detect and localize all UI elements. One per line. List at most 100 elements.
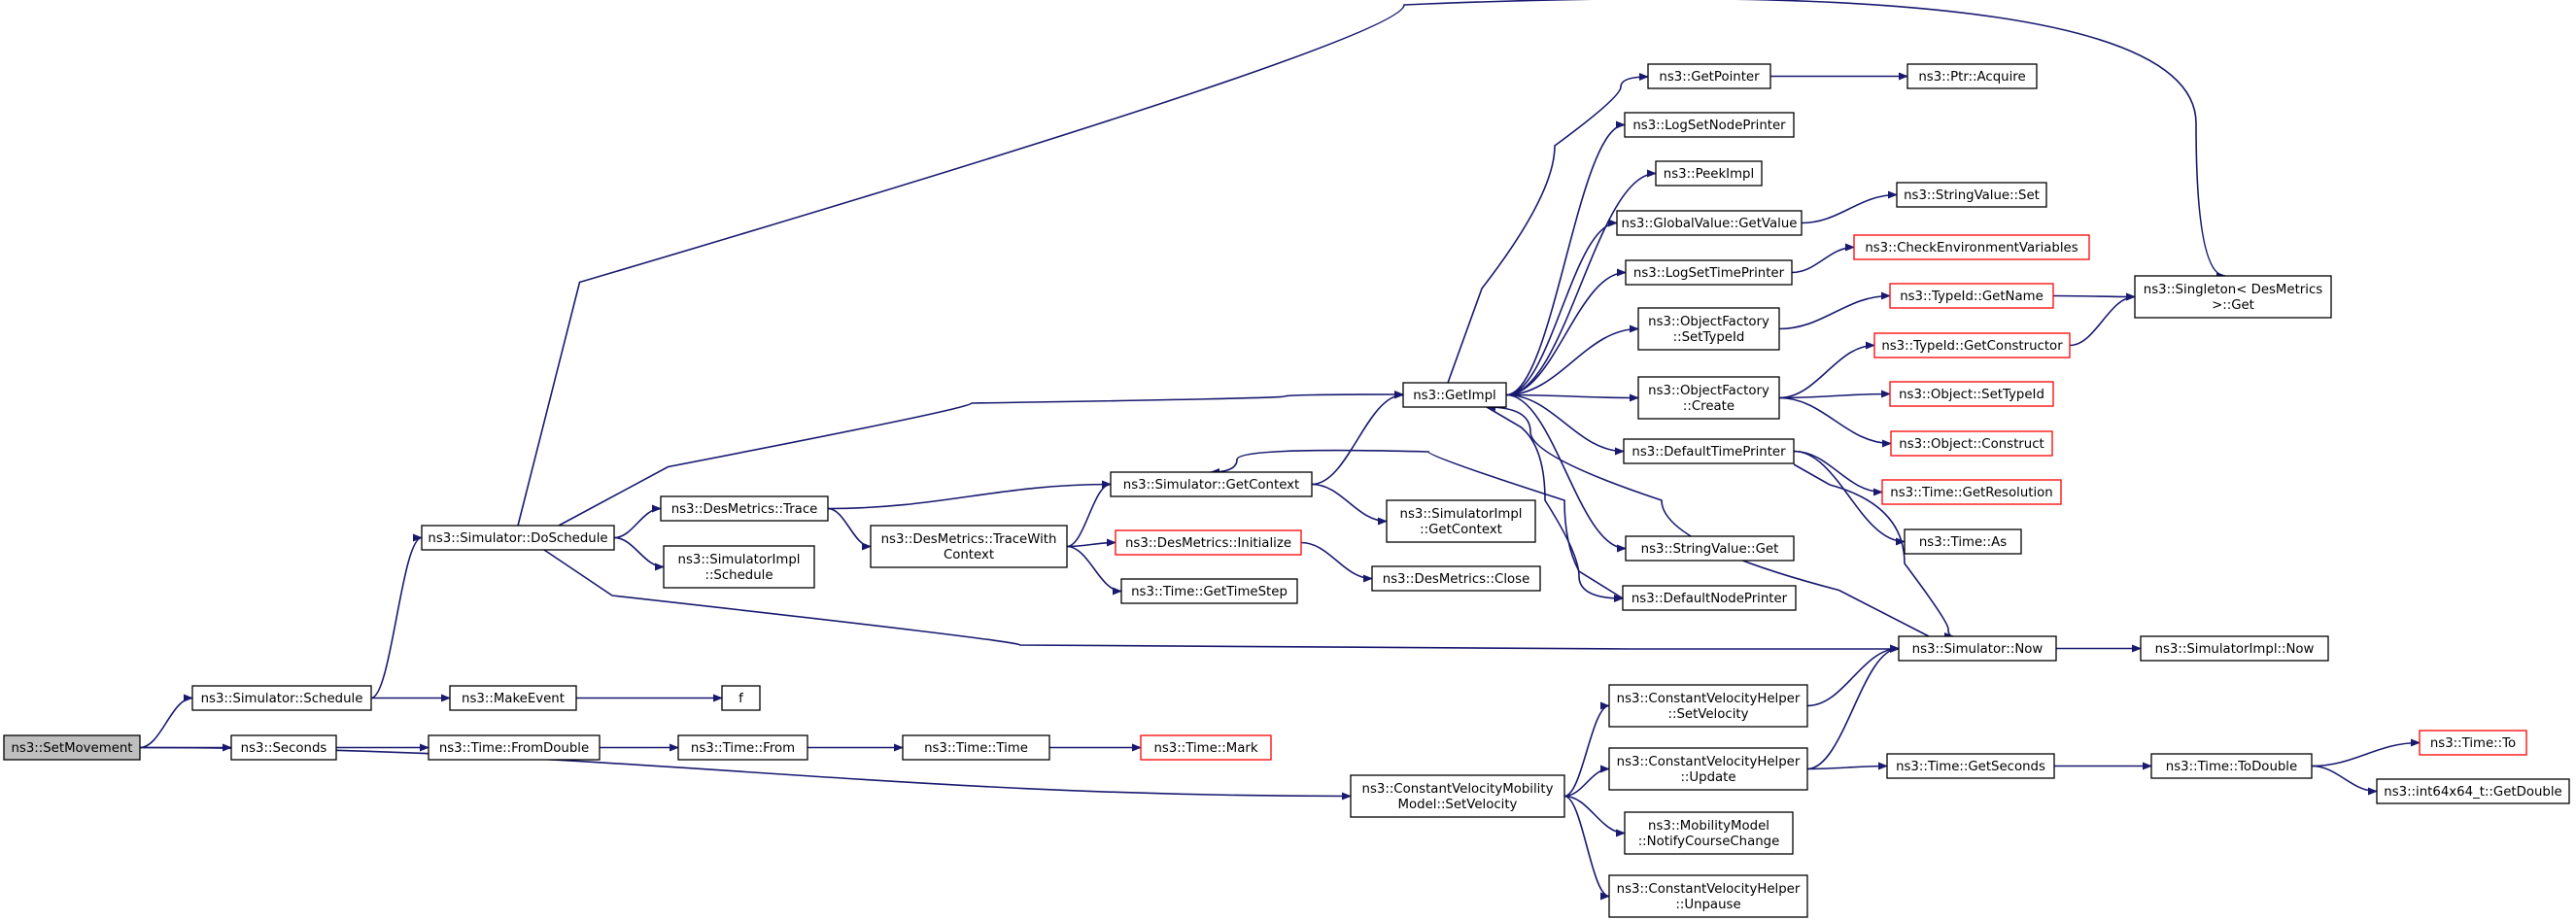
node-box-getseconds bbox=[1886, 753, 2055, 779]
node-cvhupdate[interactable]: ns3::ConstantVelocityHelper::Update bbox=[1608, 747, 1808, 791]
node-simimplschedule[interactable]: ns3::SimulatorImpl::Schedule bbox=[663, 545, 815, 589]
edge-now-to-getimpl bbox=[1486, 403, 1930, 637]
edge-getimpl-to-defaultnodeprinter bbox=[1486, 406, 1624, 602]
node-box-mark bbox=[1140, 734, 1272, 761]
edge-doschedule-to-simimplschedule bbox=[613, 536, 665, 571]
node-schedule[interactable]: ns3::Simulator::Schedule bbox=[191, 685, 372, 711]
node-now[interactable]: ns3::Simulator::Now bbox=[1898, 635, 2057, 662]
edge-create-to-objectsettypeid bbox=[1778, 390, 1891, 399]
node-box-time bbox=[902, 734, 1050, 761]
node-logsettimeprinter[interactable]: ns3::LogSetTimePrinter bbox=[1625, 259, 1793, 286]
node-defaulttimeprinter[interactable]: ns3::DefaultTimePrinter bbox=[1623, 438, 1795, 464]
node-box-timeto bbox=[2419, 730, 2527, 756]
node-ptracquire[interactable]: ns3::Ptr::Acquire bbox=[1906, 63, 2038, 89]
node-implnow[interactable]: ns3::SimulatorImpl::Now bbox=[2140, 635, 2329, 662]
node-time[interactable]: ns3::Time::Time bbox=[902, 734, 1050, 761]
node-getresolution[interactable]: ns3::Time::GetResolution bbox=[1881, 479, 2062, 505]
node-makeevent[interactable]: ns3::MakeEvent bbox=[449, 685, 577, 711]
node-label: ns3::Singleton< DesMetrics bbox=[2144, 283, 2322, 297]
node-label: ns3::Time::As bbox=[1919, 535, 2007, 550]
node-label: ns3::Ptr::Acquire bbox=[1918, 70, 2025, 85]
node-label: ::NotifyCourseChange bbox=[1638, 835, 1780, 849]
node-label: ns3::TypeId::GetName bbox=[1900, 290, 2044, 304]
node-timeto[interactable]: ns3::Time::To bbox=[2419, 730, 2527, 756]
edge-cvhupdate-to-getseconds bbox=[1806, 762, 1888, 770]
node-settypeid[interactable]: ns3::ObjectFactory::SetTypeId bbox=[1637, 307, 1780, 351]
node-int64x64[interactable]: ns3::int64x64_t::GetDouble bbox=[2376, 778, 2570, 804]
node-objectsettypeid[interactable]: ns3::Object::SetTypeId bbox=[1889, 381, 2054, 407]
node-getseconds[interactable]: ns3::Time::GetSeconds bbox=[1886, 753, 2055, 779]
edge-trace-to-getcontext bbox=[827, 480, 1112, 510]
node-getimpl[interactable]: ns3::GetImpl bbox=[1402, 382, 1507, 408]
edge-getcontext-to-getimpl bbox=[1311, 391, 1404, 486]
node-label: ns3::Time::From bbox=[691, 741, 795, 756]
node-box-globalvalue bbox=[1616, 210, 1803, 236]
node-logsetnodeprinter[interactable]: ns3::LogSetNodePrinter bbox=[1624, 112, 1795, 138]
node-initialize[interactable]: ns3::DesMetrics::Initialize bbox=[1115, 529, 1302, 556]
node-gettimestep[interactable]: ns3::Time::GetTimeStep bbox=[1120, 578, 1298, 604]
node-box-from bbox=[677, 734, 808, 761]
node-mark[interactable]: ns3::Time::Mark bbox=[1140, 734, 1272, 761]
node-box-cvhsetvelocity bbox=[1608, 684, 1808, 728]
edge-getimpl-to-getpointer bbox=[1447, 73, 1649, 384]
node-cvhsetvelocity[interactable]: ns3::ConstantVelocityHelper::SetVelocity bbox=[1608, 684, 1808, 728]
node-box-defaulttimeprinter bbox=[1623, 438, 1795, 464]
node-box-objectsettypeid bbox=[1889, 381, 2054, 407]
node-box-close bbox=[1371, 565, 1541, 592]
node-peekimpl[interactable]: ns3::PeekImpl bbox=[1655, 160, 1763, 187]
node-checkenv[interactable]: ns3::CheckEnvironmentVariables bbox=[1853, 234, 2090, 260]
edge-defaulttimeprinter-to-now bbox=[1793, 463, 1954, 640]
node-stringget[interactable]: ns3::StringValue::Get bbox=[1625, 535, 1795, 562]
edge-getimpl-to-globalvalue bbox=[1505, 219, 1618, 396]
node-typeidgetname[interactable]: ns3::TypeId::GetName bbox=[1889, 283, 2054, 309]
node-label: ::GetContext bbox=[1420, 523, 1502, 537]
node-getcontext[interactable]: ns3::Simulator::GetContext bbox=[1110, 471, 1313, 497]
node-create[interactable]: ns3::ObjectFactory::Create bbox=[1637, 376, 1780, 420]
node-label: ns3::Time::Time bbox=[924, 741, 1028, 756]
node-notifycourse[interactable]: ns3::MobilityModel::NotifyCourseChange bbox=[1624, 811, 1794, 855]
node-label: ns3::Time::GetResolution bbox=[1890, 486, 2052, 500]
node-box-cvhunpause bbox=[1608, 874, 1808, 918]
node-label: ns3::DesMetrics::Close bbox=[1383, 572, 1530, 587]
edge-todouble-to-timeto bbox=[2311, 738, 2421, 767]
node-cvhunpause[interactable]: ns3::ConstantVelocityHelper::Unpause bbox=[1608, 874, 1808, 918]
node-label: ns3::SetMovement bbox=[11, 741, 132, 756]
node-close[interactable]: ns3::DesMetrics::Close bbox=[1371, 565, 1541, 592]
node-fromdouble[interactable]: ns3::Time::FromDouble bbox=[428, 734, 601, 761]
edge-setmovement-to-setvelocity bbox=[139, 746, 1352, 801]
node-box-setvelocity bbox=[1350, 774, 1565, 818]
node-label: ns3::ConstantVelocityHelper bbox=[1617, 882, 1801, 897]
node-objectconstruct[interactable]: ns3::Object::Construct bbox=[1890, 430, 2053, 457]
node-timeas[interactable]: ns3::Time::As bbox=[1904, 528, 2022, 555]
node-seconds[interactable]: ns3::Seconds bbox=[230, 734, 337, 761]
node-todouble[interactable]: ns3::Time::ToDouble bbox=[2150, 753, 2313, 779]
node-typeidgetconstructor[interactable]: ns3::TypeId::GetConstructor bbox=[1873, 332, 2071, 358]
node-label: ns3::TypeId::GetConstructor bbox=[1881, 339, 2063, 354]
node-stringset[interactable]: ns3::StringValue::Set bbox=[1896, 182, 2047, 208]
node-setmovement[interactable]: ns3::SetMovement bbox=[3, 734, 141, 761]
node-f[interactable]: f bbox=[721, 685, 761, 711]
node-box-makeevent bbox=[449, 685, 577, 711]
node-getpointer[interactable]: ns3::GetPointer bbox=[1647, 63, 1771, 89]
node-box-simimplschedule bbox=[663, 545, 815, 589]
edge-settypeid-to-typeidgetname bbox=[1778, 291, 1891, 330]
node-trace[interactable]: ns3::DesMetrics::Trace bbox=[660, 495, 829, 522]
edge-setvelocity-to-notifycourse bbox=[1563, 795, 1626, 837]
node-setvelocity[interactable]: ns3::ConstantVelocityMobilityModel::SetV… bbox=[1350, 774, 1565, 818]
node-label: ::Unpause bbox=[1675, 898, 1740, 912]
node-doschedule[interactable]: ns3::Simulator::DoSchedule bbox=[421, 525, 615, 551]
node-globalvalue[interactable]: ns3::GlobalValue::GetValue bbox=[1616, 210, 1803, 236]
node-simimplgetcontext[interactable]: ns3::SimulatorImpl::GetContext bbox=[1386, 499, 1536, 543]
node-defaultnodeprinter[interactable]: ns3::DefaultNodePrinter bbox=[1622, 585, 1797, 611]
node-label: ns3::Time::ToDouble bbox=[2166, 760, 2297, 774]
edge-doschedule-to-now bbox=[543, 549, 1900, 653]
node-box-settypeid bbox=[1637, 307, 1780, 351]
node-label: Model::SetVelocity bbox=[1398, 798, 1518, 812]
node-singleton[interactable]: ns3::Singleton< DesMetrics >::Get bbox=[2134, 275, 2332, 319]
node-label: ::Schedule bbox=[704, 568, 773, 583]
node-label: ns3::GlobalValue::GetValue bbox=[1622, 217, 1798, 231]
edge-todouble-to-int64x64 bbox=[2311, 765, 2378, 796]
node-box-seconds bbox=[230, 734, 337, 761]
node-from[interactable]: ns3::Time::From bbox=[677, 734, 808, 761]
